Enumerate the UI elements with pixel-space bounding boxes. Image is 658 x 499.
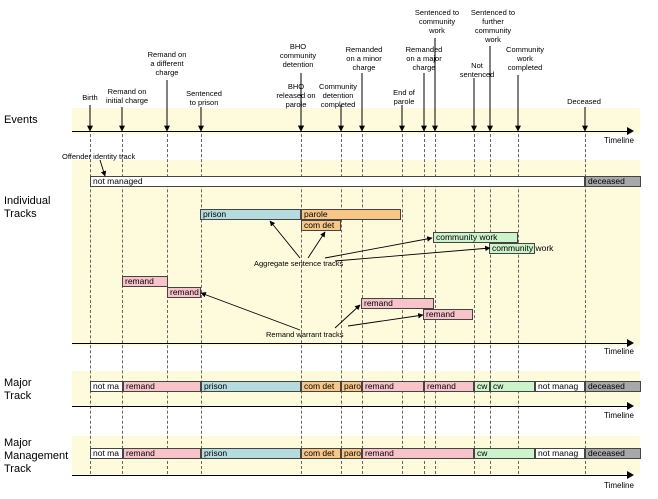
event-dashed-line [474, 134, 475, 474]
major-cw-bar-2: cw [490, 381, 535, 392]
mgmt-parole-bar: paro [341, 448, 362, 459]
remand-bar-1: remand [122, 276, 168, 287]
remand-bar-3: remand [361, 298, 434, 309]
deceased-bar: deceased [585, 176, 641, 187]
major-deceased-bar: deceased [585, 381, 641, 392]
major-not-managed-bar: not ma [90, 381, 123, 392]
aggregate-arrow-cw1 [324, 236, 433, 259]
aggregate-arrow-cw2 [334, 245, 491, 262]
event-dashed-line [201, 134, 202, 474]
mgmt-remand-bar-1: remand [123, 448, 201, 459]
major-label-line: Major [4, 377, 32, 389]
identity-arrow [99, 159, 107, 177]
event-label-deceased: Deceased [567, 97, 601, 106]
events-timeline-axis [72, 127, 634, 135]
timeline-label: Timeline [604, 136, 634, 145]
individual-label-line: Tracks [4, 208, 37, 220]
event-arrows [87, 38, 588, 132]
mgmt-not-managed-bar: not ma [90, 448, 123, 459]
mgmt-cw-bar: cw [474, 448, 535, 459]
event-dashed-line [518, 134, 519, 474]
com-det-bar: com det [301, 220, 341, 231]
major-parole-bar: paro [341, 381, 362, 392]
timeline-label: Timeline [604, 411, 634, 420]
mgmt-not-managed-bar-2: not manag [535, 448, 585, 459]
major-mgmt-timeline-axis [72, 471, 634, 479]
timeline-label: Timeline [604, 347, 634, 356]
timeline-label: Timeline [604, 481, 634, 490]
major-label-line: Track [4, 390, 32, 402]
major-section-label: Major Track [4, 377, 32, 403]
remand-arrow-3 [334, 304, 361, 329]
major-remand-bar-2: remand [362, 381, 424, 392]
event-dashed-line [585, 134, 586, 474]
major-cw-bar-1: cw [474, 381, 490, 392]
major-not-managed-bar-2: not manag [535, 381, 585, 392]
aggregate-sentence-label: Aggregate sentence tracks [254, 259, 344, 268]
event-dashed-line [341, 134, 342, 474]
major-mgmt-label-line: Track [4, 463, 32, 475]
major-prison-bar: prison [201, 381, 301, 392]
community-work-bar-1: community work [433, 232, 518, 243]
offender-identity-label: Offender identity track [62, 152, 136, 161]
individual-timeline-axis [72, 339, 634, 347]
major-mgmt-label-line: Management [4, 450, 69, 462]
event-dashed-line [435, 134, 436, 474]
major-remand-bar-1: remand [123, 381, 201, 392]
individual-band [72, 160, 640, 346]
event-dashed-line [90, 134, 91, 474]
event-dashed-line [167, 134, 168, 474]
mgmt-prison-bar: prison [201, 448, 301, 459]
prison-bar: prison [200, 209, 301, 220]
remand-warrant-label: Remand warrant tracks [266, 330, 344, 339]
event-label-birth: Birth [82, 93, 98, 102]
mgmt-remand-bar-2: remand [362, 448, 474, 459]
individual-section-label: Individual Tracks [4, 195, 50, 221]
event-dashed-line [301, 134, 302, 474]
major-remand-bar-3: remand [424, 381, 474, 392]
parole-bar: parole [301, 209, 401, 220]
major-timeline-axis [72, 402, 634, 410]
annotation-arrows [99, 159, 491, 331]
major-mgmt-section-label: Major Management Track [4, 437, 68, 476]
remand-arrow-2 [200, 292, 301, 331]
individual-label-line: Individual [4, 195, 51, 207]
aggregate-arrow-prison [269, 220, 301, 259]
not-managed-bar: not managed [90, 176, 585, 187]
event-dashed-line [122, 134, 123, 474]
event-dashed-line [490, 134, 491, 474]
aggregate-arrow-comdet [307, 231, 326, 259]
mgmt-deceased-bar: deceased [585, 448, 641, 459]
events-section-label: Events [4, 114, 38, 126]
mgmt-com-det-bar: com det [301, 448, 341, 459]
remand-arrow-4 [347, 313, 424, 327]
major-mgmt-label-line: Major [4, 437, 32, 449]
major-com-det-bar: com det [301, 381, 341, 392]
